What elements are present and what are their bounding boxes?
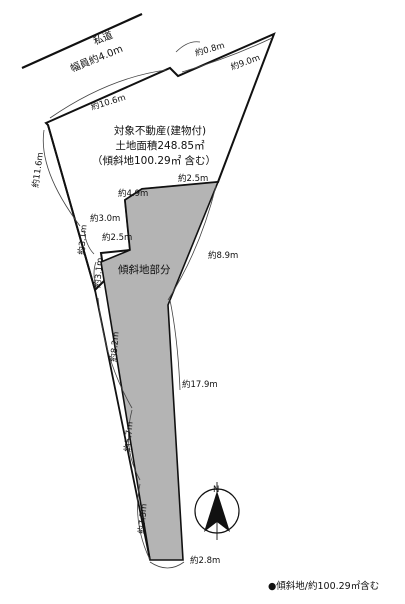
compass-needle-left [204,491,217,532]
property-slope-note: （傾斜地100.29㎡ 含む） [92,154,216,167]
dim-label: 約2.8m [190,555,220,566]
compass-needle-right [217,491,230,532]
property-title: 対象不動産(建物付) [114,124,206,137]
dim-label: 約4.9m [118,188,148,199]
dim-label: 約2.5m [178,173,208,184]
dim-label: 約8.2m [108,331,122,362]
private-road-line [21,12,143,70]
left-boundary [47,124,151,561]
legend-note: ●傾斜地/約100.29㎡含む [268,581,380,592]
dim-label: 約11.6m [30,152,46,189]
north-label: N [213,485,219,495]
property-area: 土地面積248.85㎡ [115,139,205,152]
dim-label: 約3.0m [90,213,120,224]
north-compass: N [194,482,240,540]
dim-label: 約8.9m [208,250,238,261]
dim-label: 約2.5m [102,232,132,243]
dim-label: 約3.1m [92,257,106,288]
dim-label: 約3.1m [76,224,90,255]
dimension-arcs [42,37,273,569]
dim-label: 約17.9m [182,379,218,390]
slope-area [100,181,220,561]
slope-label: 傾斜地部分 [118,263,171,276]
dim-label: 約7.3m [136,503,150,534]
dim-label: 約5.7m [122,421,136,452]
